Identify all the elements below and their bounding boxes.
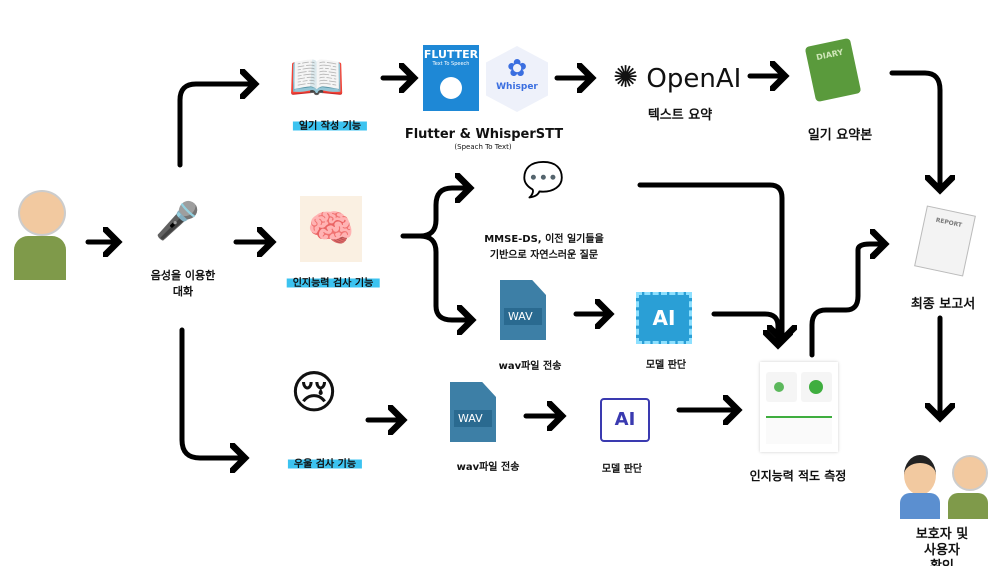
arrow-ai-measure xyxy=(711,311,778,345)
flutter-logo-text: FLUTTER xyxy=(423,48,479,61)
chat-bubbles-icon: 💬 xyxy=(522,160,565,200)
wav-send-label-2: wav파일 전송 xyxy=(456,462,520,473)
arrow-summary-report xyxy=(889,70,940,190)
final-report-label: 최종 보고서 xyxy=(910,297,976,312)
dialogue-label: 음성을 이용한 대화 xyxy=(150,269,216,298)
ai-chip-text: AI xyxy=(652,306,676,330)
arrow-cog-wav xyxy=(417,233,472,320)
diary-feature-label: 일기 작성 기능 xyxy=(292,117,368,132)
openai-logo: ✺ OpenAI xyxy=(613,60,742,95)
wav-file-text-2: WAV xyxy=(454,410,492,427)
diary-book-text: DIARY xyxy=(815,47,845,63)
flutter-sub: (Speach To Text) xyxy=(454,143,512,151)
measurement-app-screenshot xyxy=(760,362,838,452)
wav-file-text: WAV xyxy=(504,308,542,325)
openai-logo-text: OpenAI xyxy=(646,64,742,94)
model-judge-label-1: 모델 판단 xyxy=(645,360,687,371)
question-label: MMSE-DS, 이전 일기들을 기반으로 자연스러운 질문 xyxy=(484,234,604,261)
arrow-measure-report xyxy=(809,244,885,358)
ai-chip-icon-2: AI xyxy=(600,398,650,442)
elderly-user-icon-2 xyxy=(946,455,990,519)
cognitive-measure-label: 인지능력 적도 측정 xyxy=(749,469,847,483)
cognitive-feature-label: 인지능력 검사 기능 xyxy=(286,274,380,289)
open-book-icon: 📖 xyxy=(288,50,346,104)
ai-chip-icon: AI xyxy=(636,292,692,344)
arrow-mic-dep xyxy=(179,327,245,458)
flutter-logo: FLUTTER Text To Speech xyxy=(423,45,479,111)
report-icon-text: REPORT xyxy=(935,216,963,230)
sad-person-rain-icon: 😢 xyxy=(290,365,338,419)
arrow-mic-diary xyxy=(177,84,255,168)
confirm-label: 보호자 및 사용자 확인 xyxy=(915,527,969,566)
text-summary-label: 텍스트 요약 xyxy=(647,108,713,123)
depression-feature-label: 우울 검사 기능 xyxy=(287,455,363,470)
flutter-logo-sub: Text To Speech xyxy=(432,61,470,67)
whisper-logo-text: Whisper xyxy=(496,82,538,92)
arrow-cog-question xyxy=(400,188,470,239)
wav-send-label-1: wav파일 전송 xyxy=(498,361,562,372)
wav-file-icon-2: WAV xyxy=(450,382,496,442)
wav-file-icon: WAV xyxy=(500,280,546,340)
arrow-question-measure xyxy=(637,182,782,340)
flutter-title: Flutter & WhisperSTT xyxy=(404,127,564,142)
model-judge-label-2: 모델 판단 xyxy=(601,464,643,475)
microphone-icon: 🎤 xyxy=(155,201,200,242)
elderly-user-icon xyxy=(12,190,68,280)
diary-summary-label: 일기 요약본 xyxy=(807,128,873,143)
brain-head-icon: 🧠 xyxy=(300,196,362,262)
ai-chip-text-2: AI xyxy=(614,409,636,430)
guardian-icon xyxy=(898,455,942,519)
